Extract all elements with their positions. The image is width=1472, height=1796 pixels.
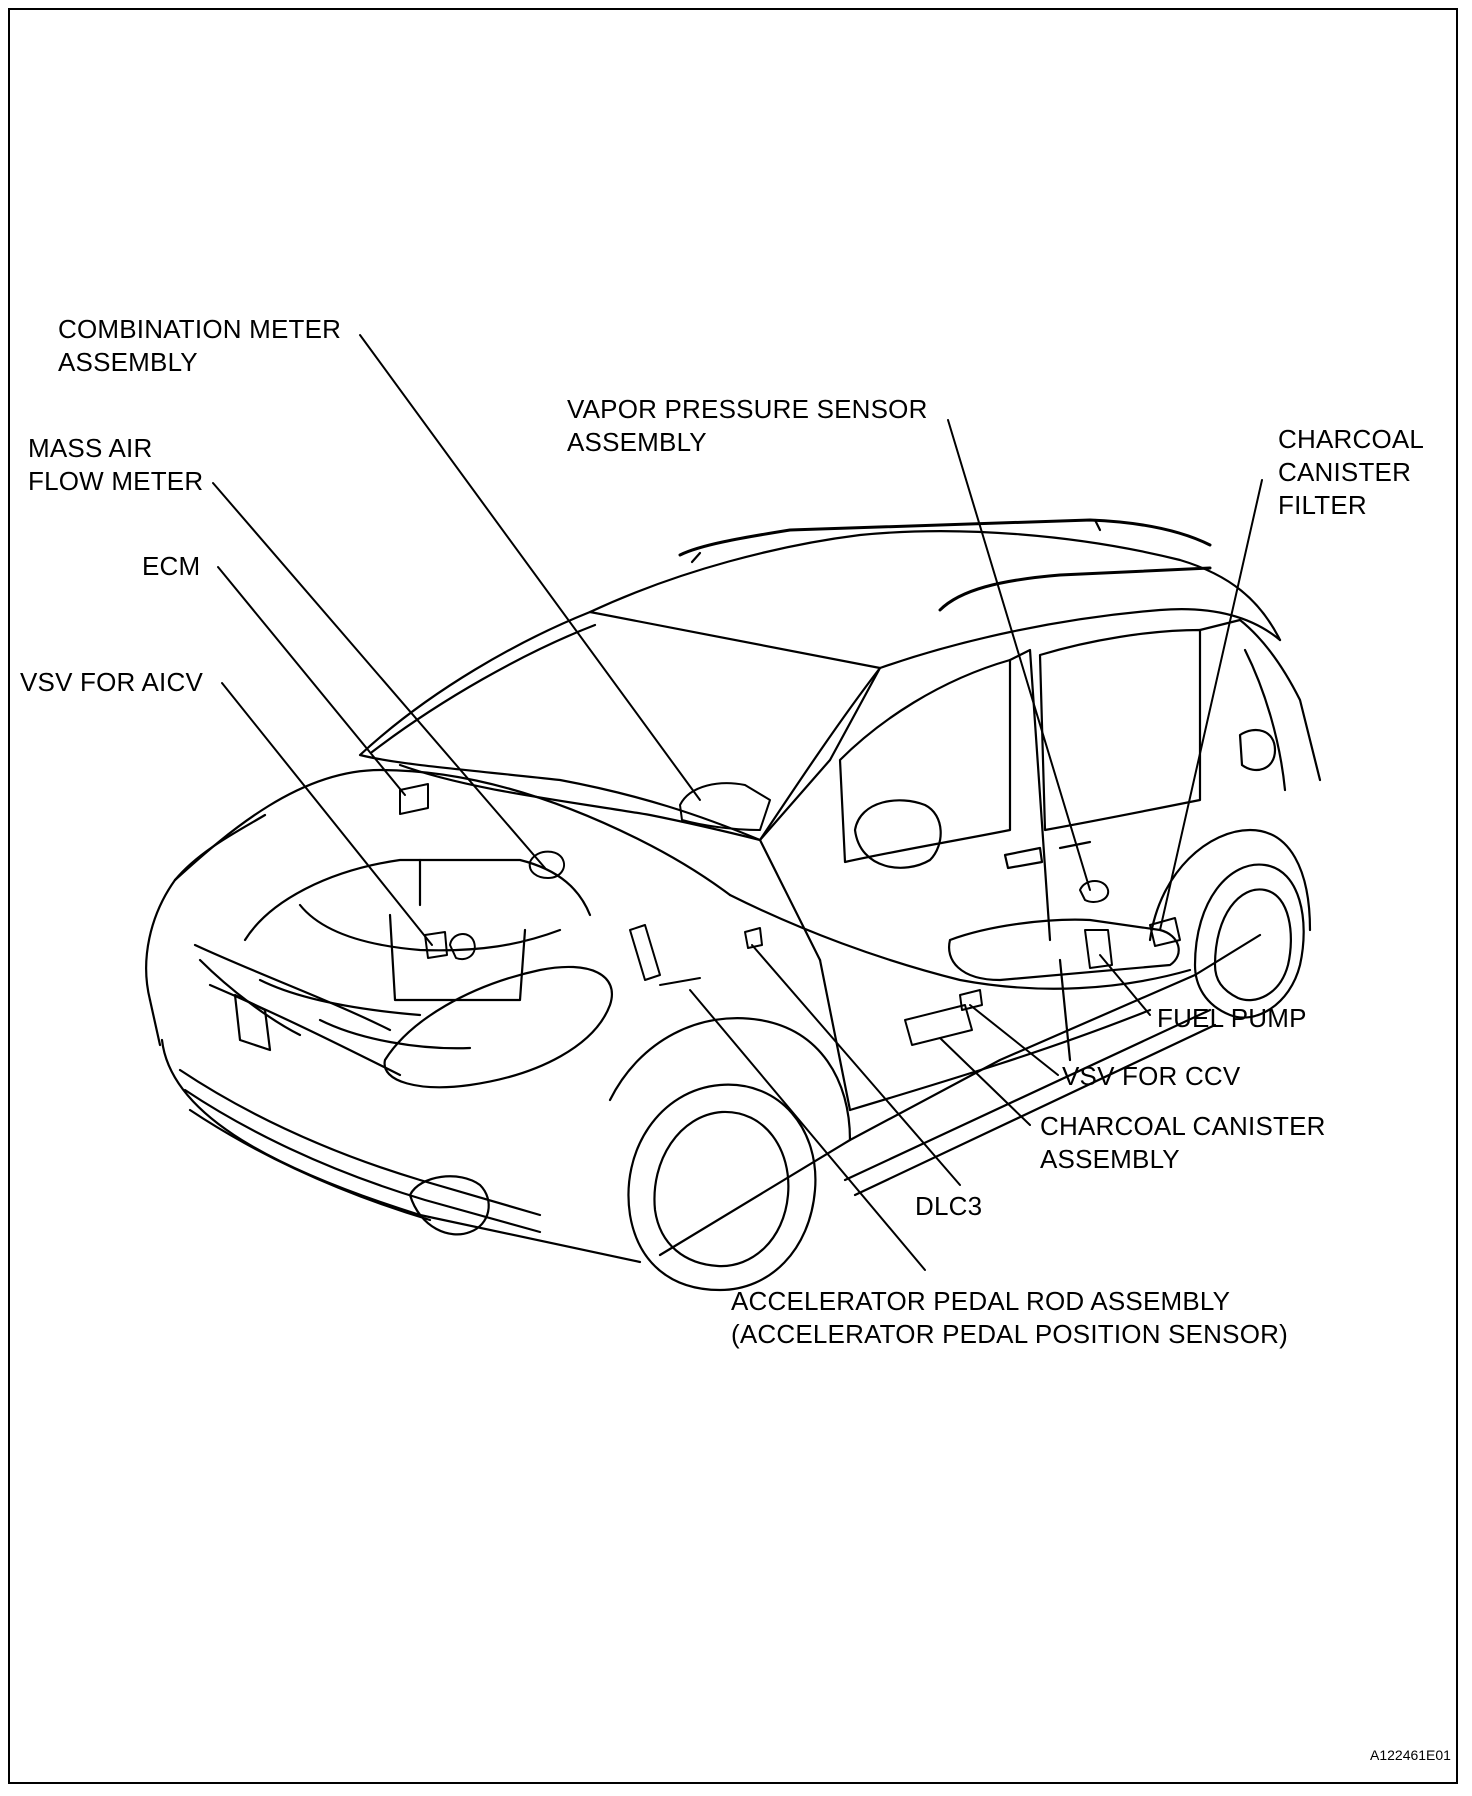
label-charcoal-canister-filter: CHARCOAL CANISTER FILTER — [1278, 424, 1425, 520]
leader-maf — [212, 482, 546, 869]
leader-fuel-pump — [1099, 954, 1151, 1016]
leader-dlc3 — [751, 944, 961, 1186]
leader-accel-pedal — [689, 989, 926, 1271]
components — [399, 782, 1181, 1046]
accel-pedal-component — [629, 924, 661, 981]
label-ecm: ECM — [142, 551, 201, 581]
car-body — [145, 518, 1322, 1292]
leader-charcoal-canister — [939, 1037, 1031, 1126]
leader-ecm — [217, 566, 406, 796]
label-vsv-for-ccv: VSV FOR CCV — [1062, 1061, 1241, 1091]
ecm-component — [399, 783, 429, 815]
leader-canister-filter — [1159, 479, 1263, 931]
label-charcoal-canister-assembly: CHARCOAL CANISTER ASSEMBLY — [1040, 1111, 1326, 1174]
combination-meter-component — [679, 782, 771, 831]
leader-combination-meter — [359, 334, 701, 801]
leader-lines — [212, 334, 1263, 1271]
leader-vapor-sensor — [947, 419, 1091, 891]
maf-component — [528, 850, 566, 879]
dlc3-component — [744, 927, 763, 949]
canister-filter-component — [1149, 917, 1181, 947]
leader-vsv-ccv — [969, 1004, 1059, 1076]
figure-id: A122461E01 — [1370, 1747, 1451, 1763]
label-combination-meter: COMBINATION METER ASSEMBLY — [58, 314, 342, 377]
leader-vsv-aicv — [221, 682, 433, 946]
vsv-aicv-component — [424, 931, 448, 959]
vsv-ccv-component — [959, 989, 983, 1011]
vapor-sensor-component — [1079, 880, 1110, 903]
label-mass-air-flow-meter: MASS AIR FLOW METER — [28, 433, 204, 496]
charcoal-canister-component — [904, 1004, 973, 1046]
label-vapor-pressure-sensor: VAPOR PRESSURE SENSOR ASSEMBLY — [567, 394, 928, 457]
label-accelerator-pedal-rod-assembly: ACCELERATOR PEDAL ROD ASSEMBLY (ACCELERA… — [731, 1286, 1288, 1349]
label-dlc3: DLC3 — [915, 1191, 983, 1221]
fuel-pump-component — [1084, 929, 1113, 969]
label-fuel-pump: FUEL PUMP — [1157, 1003, 1307, 1033]
label-vsv-for-aicv: VSV FOR AICV — [20, 667, 204, 697]
